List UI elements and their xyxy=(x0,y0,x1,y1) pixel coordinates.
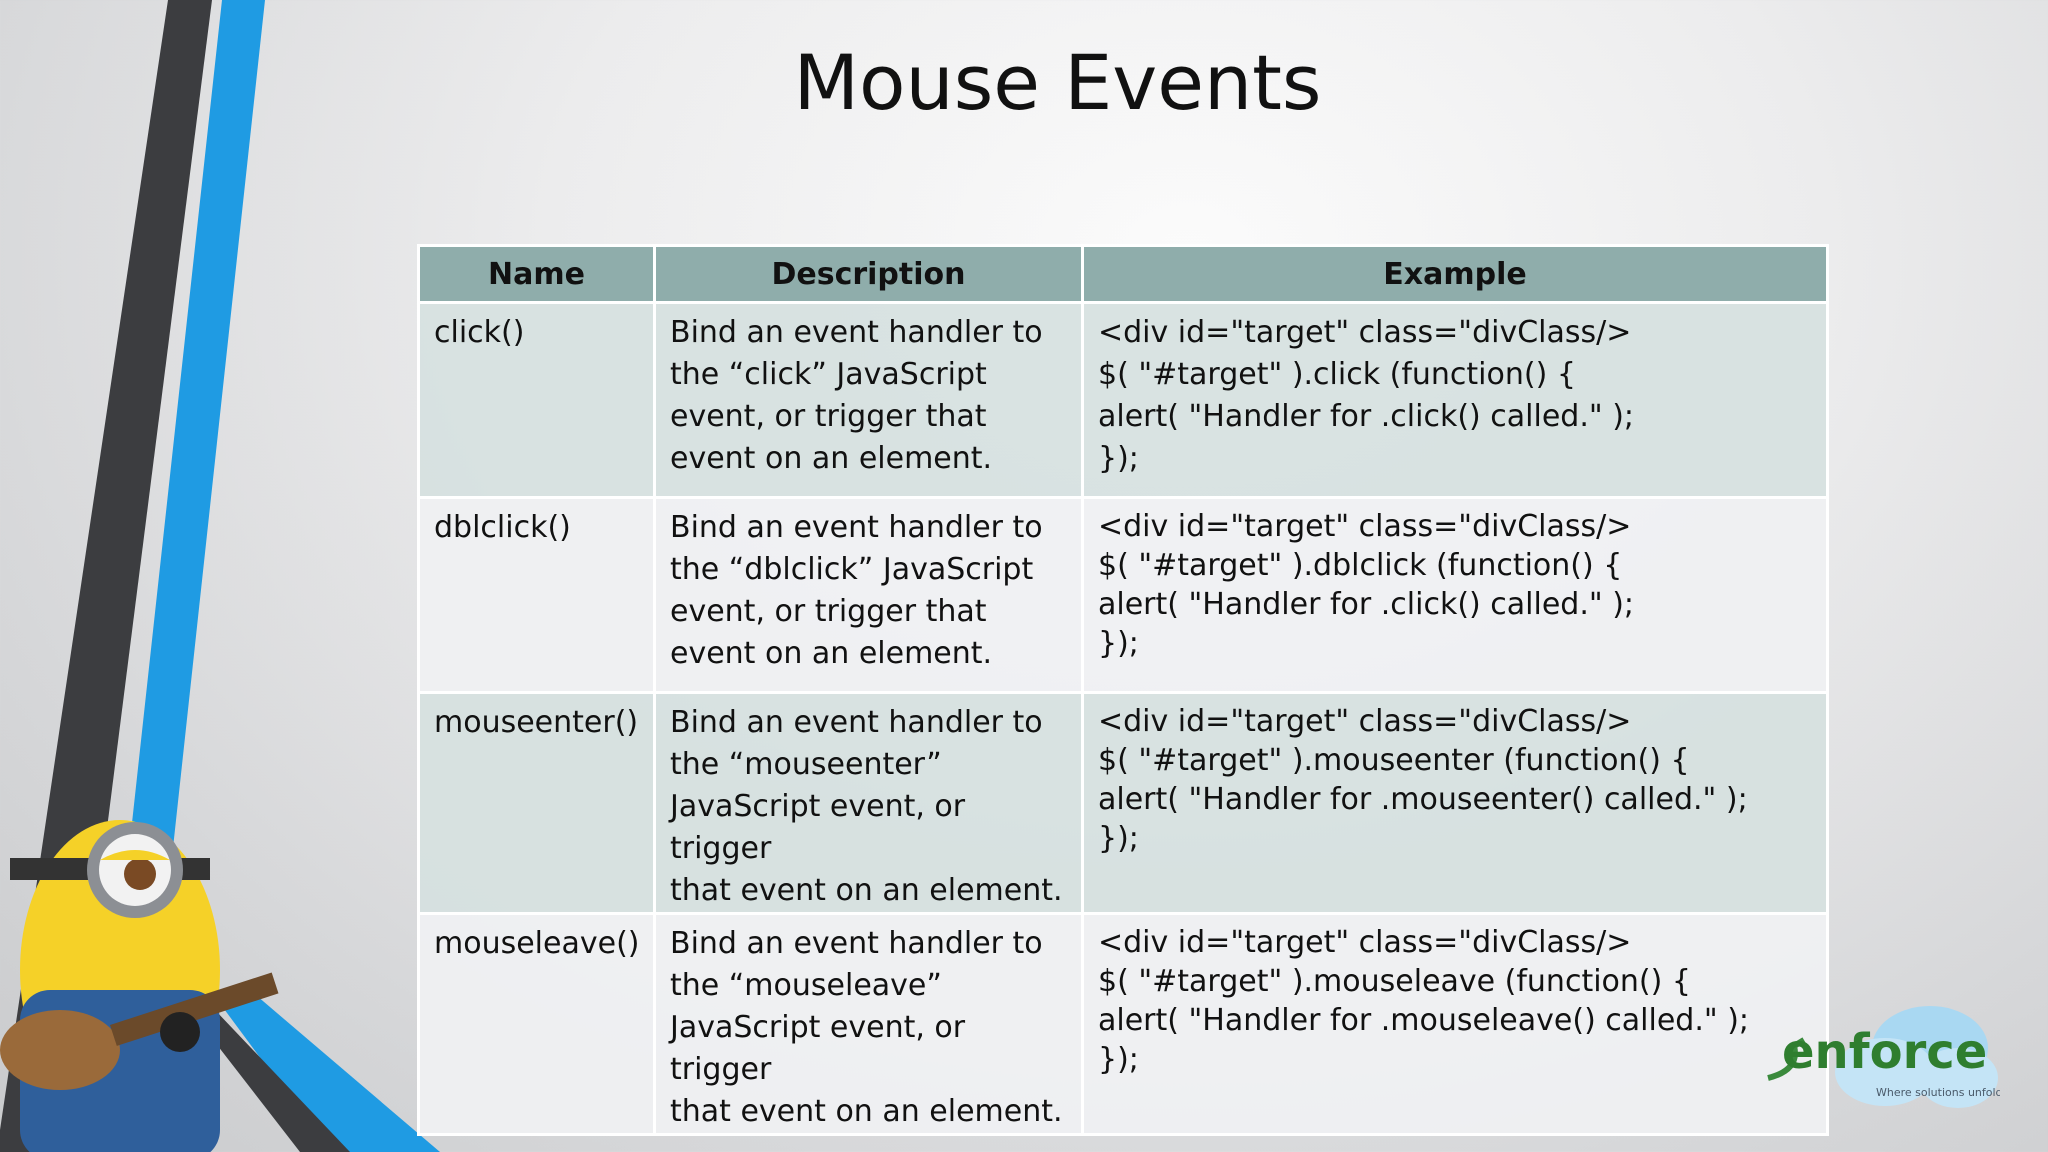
table-row: mouseleave() Bind an event handler to th… xyxy=(417,912,1829,1136)
table-row: click() Bind an event handler to the “cl… xyxy=(417,301,1829,499)
event-name: mouseenter() xyxy=(417,691,656,915)
event-description: Bind an event handler to the “mouseenter… xyxy=(653,691,1084,915)
header-name: Name xyxy=(417,244,656,304)
code-line: alert( "Handler for .mouseenter() called… xyxy=(1098,782,1748,817)
event-name: mouseleave() xyxy=(417,912,656,1136)
code-line: }); xyxy=(1098,441,1139,476)
table-header-row: Name Description Example xyxy=(417,244,1829,304)
code-line: <div id="target" class="divClass/> xyxy=(1098,509,1632,544)
logo-brand: enforce xyxy=(1782,1024,1987,1080)
header-description: Description xyxy=(653,244,1084,304)
code-line: }); xyxy=(1098,1042,1139,1077)
code-line: $( "#target" ).dblclick (function() { xyxy=(1098,548,1623,583)
code-line: $( "#target" ).mouseleave (function() { xyxy=(1098,964,1691,999)
code-line: alert( "Handler for .click() called." ); xyxy=(1098,399,1635,434)
logo-tagline: Where solutions unfold xyxy=(1876,1086,2000,1099)
enforce-logo-icon: enforce Where solutions unfold xyxy=(1767,1006,2000,1108)
event-description: Bind an event handler to the “dblclick” … xyxy=(653,496,1084,694)
code-line: $( "#target" ).click (function() { xyxy=(1098,357,1576,392)
code-line: <div id="target" class="divClass/> xyxy=(1098,315,1632,350)
event-description: Bind an event handler to the “mouseleave… xyxy=(653,912,1084,1136)
event-example: <div id="target" class="divClass/> $( "#… xyxy=(1081,912,1829,1136)
code-line: <div id="target" class="divClass/> xyxy=(1098,704,1632,739)
slide-title: Mouse Events xyxy=(793,38,1322,127)
code-line: alert( "Handler for .mouseleave() called… xyxy=(1098,1003,1750,1038)
event-description: Bind an event handler to the “click” Jav… xyxy=(653,301,1084,499)
code-line: }); xyxy=(1098,626,1139,661)
code-line: <div id="target" class="divClass/> xyxy=(1098,925,1632,960)
code-line: $( "#target" ).mouseenter (function() { xyxy=(1098,743,1690,778)
mouse-events-table: Name Description Example click() Bind an… xyxy=(417,244,1829,1136)
minion-mascot-icon xyxy=(0,820,279,1152)
table-row: dblclick() Bind an event handler to the … xyxy=(417,496,1829,694)
table-row: mouseenter() Bind an event handler to th… xyxy=(417,691,1829,915)
code-line: alert( "Handler for .click() called." ); xyxy=(1098,587,1635,622)
header-example: Example xyxy=(1081,244,1829,304)
event-example: <div id="target" class="divClass/> $( "#… xyxy=(1081,496,1829,694)
event-example: <div id="target" class="divClass/> $( "#… xyxy=(1081,301,1829,499)
event-example: <div id="target" class="divClass/> $( "#… xyxy=(1081,691,1829,915)
event-name: click() xyxy=(417,301,656,499)
code-line: }); xyxy=(1098,821,1139,856)
event-name: dblclick() xyxy=(417,496,656,694)
